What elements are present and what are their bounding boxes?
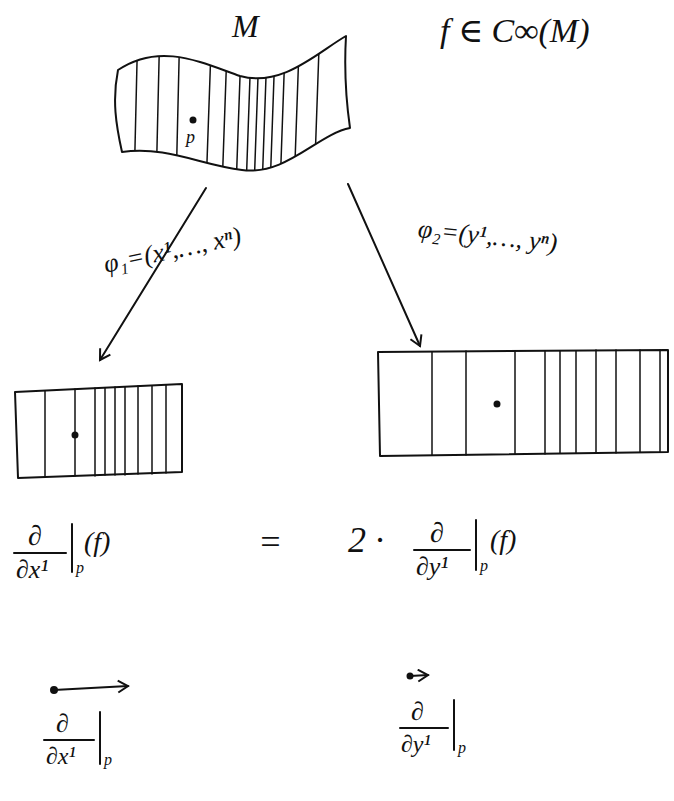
point-subscript: p <box>458 740 466 756</box>
partial-denominator: ∂y¹ <box>401 732 431 756</box>
equals-sign: = <box>258 524 282 560</box>
partial-denominator: ∂x¹ <box>16 557 48 583</box>
partial-denominator: ∂x¹ <box>46 744 76 768</box>
point-subscript: p <box>104 752 112 768</box>
function-argument: (f) <box>84 528 110 556</box>
partial-numerator: ∂ <box>28 522 42 550</box>
function-argument: (f) <box>490 526 516 554</box>
coefficient: 2 · <box>348 522 384 558</box>
partial-denominator: ∂y¹ <box>416 554 448 580</box>
chart-map-label: φ₂=(y¹,…, yⁿ) <box>417 216 559 256</box>
point-name: p <box>186 128 195 146</box>
manifold-name: M <box>232 10 259 42</box>
function-space: f ∈ C∞(M) <box>440 14 590 48</box>
chart-map-label: φ₁=(x¹,…, xⁿ) <box>101 223 243 278</box>
partial-numerator: ∂ <box>411 699 424 725</box>
point-subscript: p <box>480 558 488 574</box>
partial-numerator: ∂ <box>56 711 69 737</box>
point-subscript: p <box>76 560 84 576</box>
partial-numerator: ∂ <box>430 519 444 547</box>
